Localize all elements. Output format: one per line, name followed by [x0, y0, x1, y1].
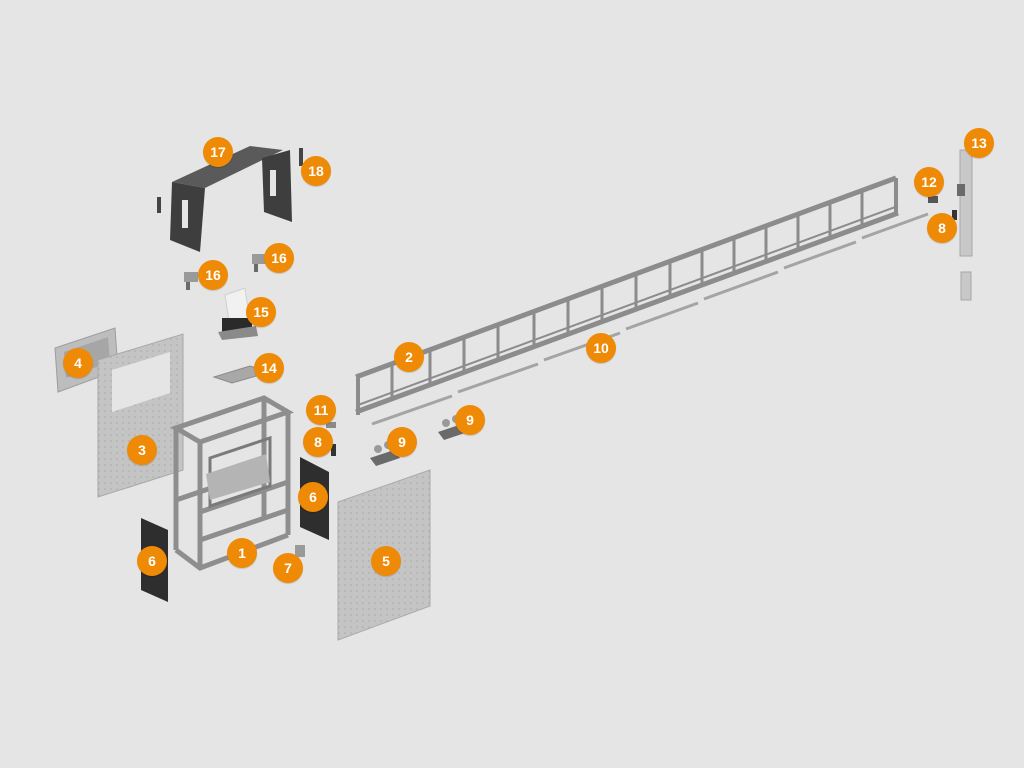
gate-motor-unit: [218, 287, 258, 340]
callout-6-left: 6: [137, 546, 167, 576]
callout-4: 4: [63, 348, 93, 378]
callout-6-right: 6: [298, 482, 328, 512]
callout-16-right: 16: [264, 243, 294, 273]
callout-16-left: 16: [198, 260, 228, 290]
callout-9-left: 9: [387, 427, 417, 457]
callout-1: 1: [227, 538, 257, 568]
callout-13: 13: [964, 128, 994, 158]
callout-5: 5: [371, 546, 401, 576]
callout-15: 15: [246, 297, 276, 327]
end-stop-marker: [952, 210, 957, 220]
receiving-post: [957, 149, 973, 301]
frame-mounting-plate: [206, 454, 270, 500]
cover-brackets: [157, 148, 303, 213]
side-panel-with-window: [97, 333, 184, 498]
callout-9-right: 9: [455, 405, 485, 435]
callout-11: 11: [306, 395, 336, 425]
callout-8-right: 8: [927, 213, 957, 243]
callout-17: 17: [203, 137, 233, 167]
roller-assemblies: [370, 415, 468, 466]
small-junction-box: [295, 545, 305, 557]
callout-12: 12: [914, 167, 944, 197]
callout-3: 3: [127, 435, 157, 465]
end-stop-right: [928, 196, 938, 203]
motor-cover-hood: [170, 146, 292, 252]
callout-7: 7: [273, 553, 303, 583]
steel-frame: [170, 395, 294, 571]
callout-18: 18: [301, 156, 331, 186]
callout-2: 2: [394, 342, 424, 372]
mounting-clips: [184, 254, 266, 290]
callout-8-left: 8: [303, 427, 333, 457]
sliding-gate-leaf: [355, 175, 899, 415]
callout-14: 14: [254, 353, 284, 383]
callout-10: 10: [586, 333, 616, 363]
end-stop-left: [331, 444, 336, 456]
gear-rack-segments: [371, 212, 929, 426]
small-fitting: [326, 422, 336, 428]
